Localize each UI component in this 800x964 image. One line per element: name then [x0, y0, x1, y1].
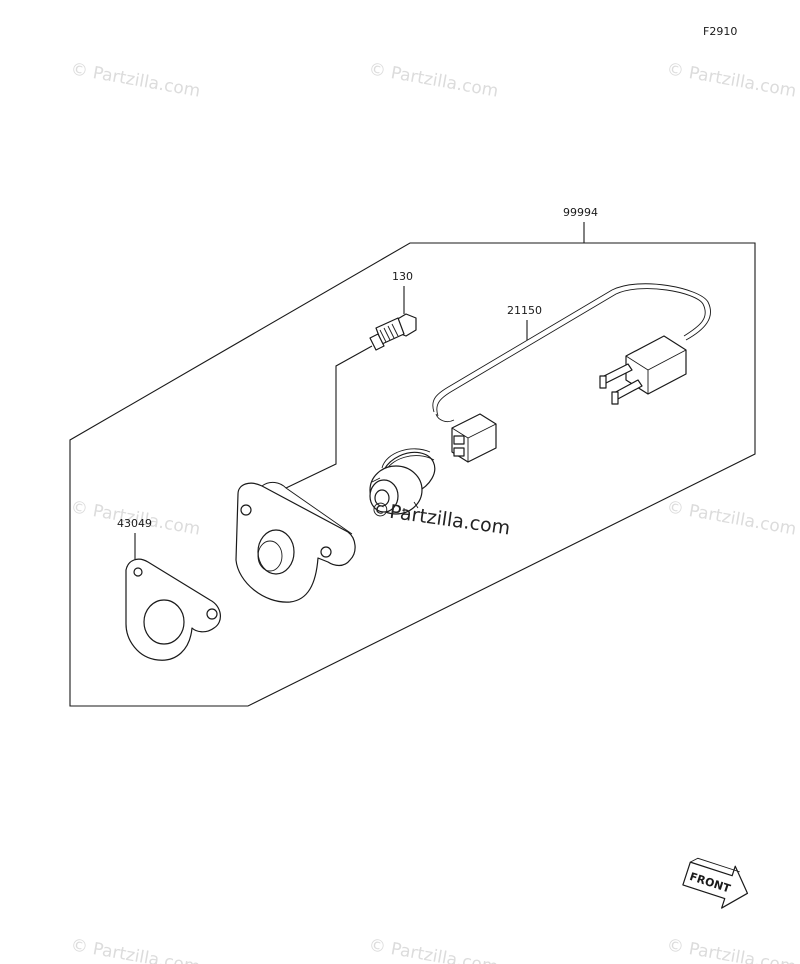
kit-outline-box: [69, 242, 756, 707]
gasket-icon[interactable]: [125, 558, 221, 661]
front-arrow-icon: FRONT: [682, 857, 749, 909]
watermark-top-left: © Partzilla.com: [69, 59, 202, 101]
plug-icon: [625, 335, 687, 395]
bolt-icon[interactable]: [369, 313, 417, 351]
watermark-mid-right: © Partzilla.com: [665, 497, 798, 539]
callout-gasket[interactable]: 43049: [117, 517, 152, 530]
callout-bolt[interactable]: 130: [392, 270, 413, 283]
watermark-top-right: © Partzilla.com: [665, 59, 798, 101]
sensor-icon[interactable]: [369, 444, 442, 515]
watermark-bottom-left: © Partzilla.com: [69, 935, 202, 964]
center-watermark: ©Partzilla.com: [369, 498, 511, 539]
mounting-bracket[interactable]: [235, 481, 356, 603]
callout-harness[interactable]: 21150: [507, 304, 542, 317]
watermark-bottom-right: © Partzilla.com: [665, 935, 798, 964]
callout-kit[interactable]: 99994: [563, 206, 598, 219]
bolt-install-line: [285, 345, 373, 489]
watermark-bottom-center: © Partzilla.com: [367, 935, 500, 964]
watermark-top-center: © Partzilla.com: [367, 59, 500, 101]
figure-code: F2910: [703, 25, 737, 38]
wire-harness[interactable]: [432, 283, 711, 463]
